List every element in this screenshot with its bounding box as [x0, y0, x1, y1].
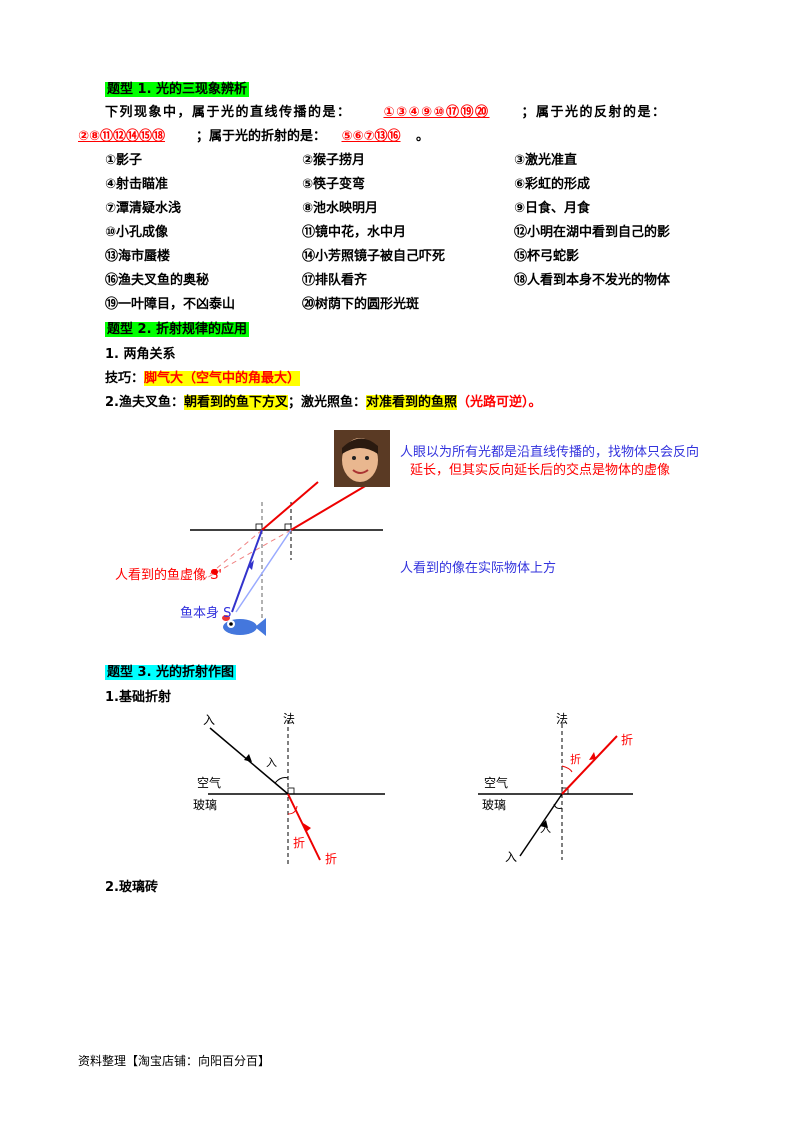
question-line-1: 下列现象中，属于光的直线传播的是：①③④⑨⑩⑰⑲⑳；属于光的反射的是： [105, 101, 667, 120]
list-item: ⑨日食、月食 [514, 201, 591, 216]
list-item: ⑬海市蜃楼 [105, 249, 171, 264]
label-fish: 鱼本身 S [180, 606, 232, 621]
label-normal-left: 法 [283, 712, 296, 726]
list-item: ④射击瞄准 [105, 177, 169, 192]
footer-text: 资料整理【淘宝店铺：向阳百分百】 [78, 1054, 271, 1068]
list-item: ⑪镜中花，水中月 [302, 225, 407, 240]
sub2-line: 2.渔夫叉鱼：朝看到的鱼下方叉；激光照鱼：对准看到的鱼照（光路可逆）。 [105, 395, 542, 410]
list-item: ⑱人看到本身不发光的物体 [514, 273, 671, 288]
label-glass-right: 玻璃 [482, 798, 507, 812]
section3-sub2: 2.玻璃砖 [105, 880, 158, 895]
answer-reflect: ②⑧⑪⑫⑭⑮⑱ [78, 129, 166, 144]
list-item: ⑩小孔成像 [105, 225, 169, 240]
label-glass-left: 玻璃 [193, 798, 218, 812]
label-angle-incident-left: 入 [266, 756, 277, 769]
list-item: ⑭小芳照镜子被自己吓死 [302, 249, 446, 264]
label-angle-refract-left: 折 [293, 836, 306, 850]
note-right: 人看到的像在实际物体上方 [400, 561, 557, 576]
list-item: ⑧池水映明月 [302, 201, 379, 216]
list-item: ⑲一叶障目，不凶泰山 [105, 297, 236, 312]
list-item: ②猴子捞月 [302, 153, 366, 168]
label-refract-right: 折 [621, 733, 634, 747]
label-incident-left: 入 [203, 713, 216, 727]
list-item: ①影子 [105, 153, 143, 168]
section2-title: 题型 2. 折射规律的应用 [105, 322, 250, 337]
note-top-1: 人眼以为所有光都是沿直线传播的，找物体只会反向 [400, 445, 700, 460]
label-normal-right: 法 [556, 712, 569, 726]
fish-icon [222, 615, 266, 636]
section1-title: 题型 1. 光的三现象辨析 [105, 82, 250, 97]
label-angle-refract-right: 折 [570, 753, 581, 766]
list-item: ⑯渔夫叉鱼的奥秘 [105, 273, 210, 288]
tip-line: 技巧：脚气大（空气中的角最大） [105, 371, 301, 386]
list-item: ⑮杯弓蛇影 [514, 249, 580, 264]
list-item: ③激光准直 [514, 153, 578, 168]
label-incident-right: 入 [505, 850, 518, 864]
refraction-diagrams [208, 720, 633, 865]
note-top-2: 延长，但其实反向延长后的交点是物体的虚像 [410, 463, 671, 478]
answer-refract: ⑤⑥⑦⑬⑯ [341, 129, 401, 144]
list-item: ⑤筷子变弯 [302, 177, 366, 192]
section2-sub1: 1. 两角关系 [105, 347, 176, 362]
list-item: ⑫小明在湖中看到自己的影 [514, 225, 671, 240]
label-virtual-image: 人看到的鱼虚像 S' [115, 568, 222, 583]
fisher-diagram [190, 430, 390, 636]
virtual-image-point [212, 569, 218, 575]
section3-title: 题型 3. 光的折射作图 [105, 665, 237, 680]
list-item: ⑰排队看齐 [302, 273, 368, 288]
label-air-left: 空气 [197, 776, 222, 790]
section3-sub1: 1.基础折射 [105, 690, 171, 705]
list-item: ⑳树荫下的圆形光斑 [302, 297, 420, 312]
list-item: ⑦潭清疑水浅 [105, 201, 182, 216]
list-item: ⑥彩虹的形成 [514, 177, 591, 192]
person-avatar [334, 430, 390, 487]
label-refract-left: 折 [325, 852, 338, 866]
answer-straight: ①③④⑨⑩⑰⑲⑳ [383, 105, 490, 120]
question-line-2: ②⑧⑪⑫⑭⑮⑱；属于光的折射的是：⑤⑥⑦⑬⑯。 [78, 125, 429, 144]
label-air-right: 空气 [484, 776, 509, 790]
label-angle-incident-right: 入 [540, 822, 551, 835]
